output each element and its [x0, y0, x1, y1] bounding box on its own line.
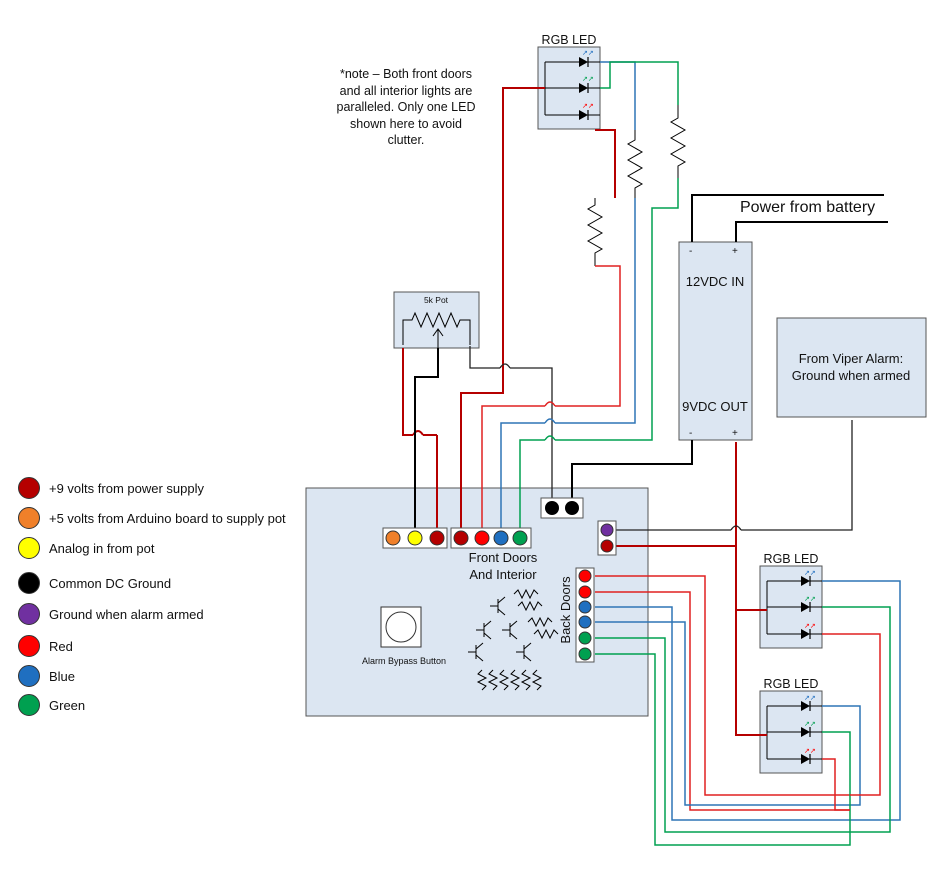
- pin-ground-1: [545, 501, 559, 515]
- legend-label: Red: [49, 638, 73, 654]
- front-connector-right: [450, 527, 532, 549]
- svg-text:↗↗: ↗↗: [582, 76, 594, 83]
- rgb-led-top-label: RGB LED: [542, 33, 597, 47]
- note-line: *note – Both front doors: [339, 67, 473, 81]
- svg-text:↗↗: ↗↗: [804, 596, 816, 603]
- board-components: [468, 588, 559, 691]
- legend-item-analog-in: Analog in from pot: [18, 535, 155, 561]
- regulator-in-minus: -: [689, 246, 692, 257]
- legend-label: +5 volts from Arduino board to supply po…: [49, 510, 286, 526]
- legend-item-plus5v: +5 volts from Arduino board to supply po…: [18, 505, 286, 531]
- legend-label: Ground when alarm armed: [49, 606, 204, 622]
- pin-front-red: [474, 530, 490, 546]
- legend-swatch: [18, 635, 40, 657]
- svg-text:↗↗: ↗↗: [804, 570, 816, 577]
- regulator-out-minus: -: [689, 428, 692, 439]
- legend-label: +9 volts from power supply: [49, 480, 204, 496]
- pin-back-red-2: [578, 585, 592, 599]
- wires-plus9v: [402, 87, 767, 736]
- wires-blue: [500, 61, 901, 821]
- wires-ground: [414, 194, 888, 530]
- regulator-box: [678, 241, 753, 441]
- legend-swatch: [18, 507, 40, 529]
- legend-label: Common DC Ground: [49, 575, 172, 591]
- wires-green: [519, 61, 891, 846]
- svg-text:↗↗: ↗↗: [582, 50, 594, 57]
- legend-swatch: [18, 477, 40, 499]
- front-doors-line2: And Interior: [469, 567, 537, 582]
- legend-item-green: Green: [18, 692, 85, 718]
- power-from-battery-label: Power from battery: [740, 199, 875, 216]
- legend-item-ground: Common DC Ground: [18, 570, 171, 596]
- pot-symbol: [402, 311, 471, 348]
- rgb-led-mid-label: RGB LED: [764, 552, 819, 566]
- svg-text:↗↗: ↗↗: [582, 103, 594, 110]
- regulator-in-label: 12VDC IN: [686, 274, 745, 289]
- note-line: and all interior lights are: [339, 83, 473, 98]
- svg-text:↗↗: ↗↗: [804, 695, 816, 702]
- legend-swatch: [18, 694, 40, 716]
- pin-analog-in: [407, 530, 423, 546]
- note-text: *note – Both front doors and all interio…: [318, 66, 494, 149]
- pin-front-green: [512, 530, 528, 546]
- legend-item-blue: Blue: [18, 663, 75, 689]
- pin-plus9v-pot: [429, 530, 445, 546]
- legend-swatch: [18, 603, 40, 625]
- pin-front-blue: [493, 530, 509, 546]
- alarm-bypass-button-cap: [385, 611, 417, 643]
- legend-label: Blue: [49, 668, 76, 684]
- front-doors-line1: Front Doors: [469, 550, 538, 565]
- legend-swatch: [18, 572, 40, 594]
- legend-swatch: [18, 665, 40, 687]
- svg-text:↗↗: ↗↗: [804, 721, 816, 728]
- rgb-led-mid-internals: [766, 580, 822, 635]
- pin-back-green-1: [578, 631, 592, 645]
- regulator-out-plus: +: [732, 428, 738, 439]
- regulator-in-plus: +: [732, 246, 738, 257]
- pin-back-red-1: [578, 569, 592, 583]
- legend-item-red: Red: [18, 633, 73, 659]
- arduino-board: [305, 487, 649, 717]
- wires-red-led-returns: [822, 633, 881, 811]
- note-line: shown here to avoid: [350, 116, 462, 131]
- pin-alarm-ground: [600, 523, 614, 537]
- pin-ground-2: [565, 501, 579, 515]
- regulator-out-label: 9VDC OUT: [682, 399, 748, 414]
- legend-item-alarm-ground: Ground when alarm armed: [18, 601, 204, 627]
- viper-alarm-line2: Ground when armed: [792, 368, 911, 383]
- wires-red: [481, 265, 850, 811]
- viper-alarm-line1: From Viper Alarm:: [799, 351, 904, 366]
- svg-text:↗↗: ↗↗: [804, 748, 816, 755]
- legend-swatch: [18, 537, 40, 559]
- resistors-top: [586, 105, 687, 266]
- pot-label: 5k Pot: [424, 295, 449, 305]
- note-line: paralleled. Only one LED: [336, 100, 476, 114]
- wire-alarm-ground: [469, 346, 853, 531]
- pin-plus5v: [385, 530, 401, 546]
- pin-back-blue-2: [578, 615, 592, 629]
- legend-item-plus9v: +9 volts from power supply: [18, 475, 204, 501]
- legend-label: Green: [49, 697, 86, 713]
- viper-alarm-box: [776, 317, 927, 418]
- back-doors-label: Back Doors: [558, 576, 573, 644]
- svg-text:↗↗: ↗↗: [804, 623, 816, 630]
- pin-alarm-plus9v: [600, 539, 614, 553]
- pin-back-blue-1: [578, 600, 592, 614]
- pin-front-plus9v: [453, 530, 469, 546]
- note-line: clutter.: [387, 133, 425, 147]
- legend-label: Analog in from pot: [49, 540, 155, 556]
- pin-back-green-2: [578, 647, 592, 661]
- alarm-bypass-label: Alarm Bypass Button: [362, 656, 446, 666]
- rgb-led-bottom-internals: [766, 705, 822, 760]
- rgb-led-bottom-label: RGB LED: [764, 677, 819, 691]
